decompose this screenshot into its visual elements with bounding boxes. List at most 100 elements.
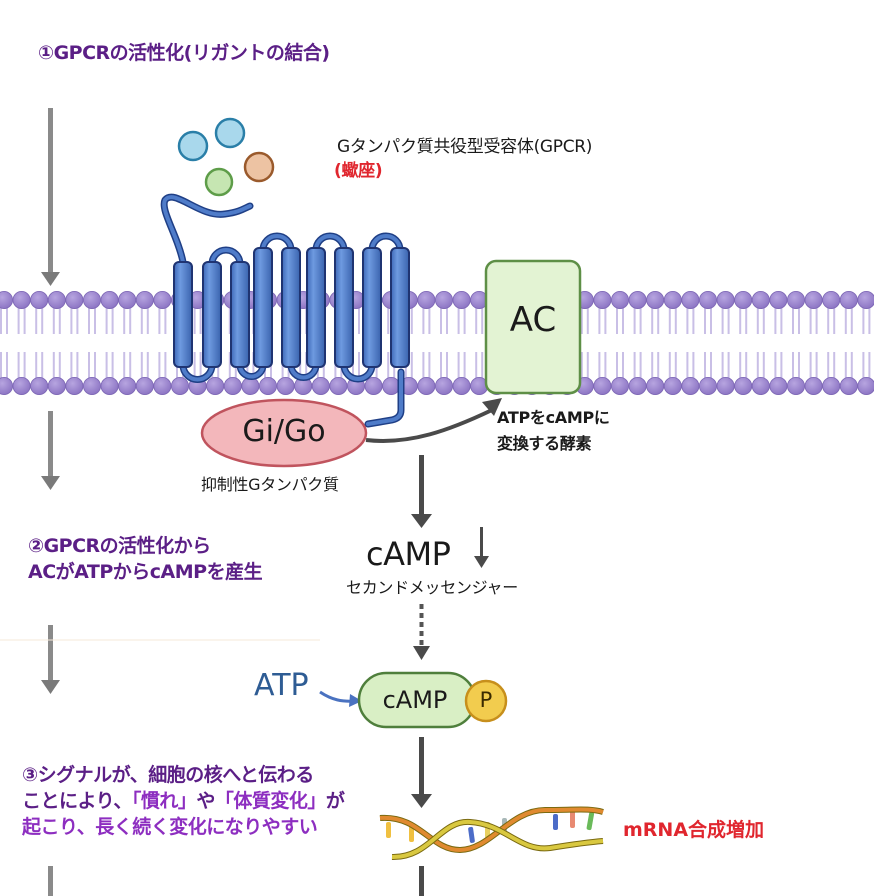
lipid-tail — [774, 308, 783, 378]
lipid-tail — [52, 308, 61, 378]
step-2-heading-line1: ②GPCRの活性化から — [28, 535, 211, 557]
lipid-head — [663, 376, 682, 395]
lipid-head — [787, 290, 806, 309]
lipid-head — [83, 290, 102, 309]
receptor-loop — [238, 364, 265, 379]
ac-caption-line2: 変換する酵素 — [497, 434, 592, 453]
lipid-head — [822, 290, 841, 309]
lipid-head — [118, 290, 137, 309]
lipid-tail — [457, 308, 466, 378]
receptor-subtitle: (蠍座) — [334, 161, 383, 181]
inhibition-arrow — [365, 398, 502, 443]
flow-arrow-2 — [41, 411, 60, 490]
lipid-head — [65, 290, 84, 309]
lipid-tail — [721, 308, 730, 378]
lipid-head — [681, 290, 700, 309]
lipid-tail — [17, 308, 26, 378]
lipid-tail — [686, 308, 695, 378]
lipid-head — [153, 376, 172, 395]
lipid-head — [118, 376, 137, 395]
lipid-head — [311, 376, 330, 395]
lipid-head — [223, 376, 242, 395]
lipid-head — [593, 290, 612, 309]
lipid-tail — [0, 308, 8, 378]
ac-label: AC — [509, 300, 557, 340]
keyword-habituation: 「慣れ」 — [131, 790, 197, 812]
lipid-tail — [140, 308, 149, 378]
lipid-tail — [633, 308, 642, 378]
transmembrane-helix — [306, 247, 326, 368]
ligand-green — [204, 167, 234, 197]
lipid-head — [417, 376, 436, 395]
step-3-line2: ことにより、「慣れ」や「体質変化」が — [22, 788, 345, 814]
lipid-tail — [123, 308, 132, 378]
lipid-tail — [580, 308, 589, 378]
lipid-head — [663, 290, 682, 309]
dna-helix-icon — [379, 806, 604, 861]
lipid-tail — [704, 308, 712, 378]
lipid-head — [839, 376, 858, 395]
lipid-head — [12, 376, 31, 395]
dashed-arrow — [413, 604, 430, 660]
lipid-head — [611, 290, 630, 309]
lipid-tail — [792, 308, 800, 378]
receptor-loop — [342, 364, 374, 381]
lipid-head — [135, 376, 154, 395]
lipid-tail — [827, 308, 836, 378]
phosphate-label: P — [479, 688, 493, 712]
receptor-loop — [210, 248, 242, 265]
receptor-loop — [314, 234, 346, 251]
lipid-head — [751, 290, 770, 309]
lipid-tail — [739, 308, 748, 378]
lipid-head — [329, 376, 348, 395]
camp-molecule — [357, 671, 508, 729]
lipid-tail — [862, 308, 871, 378]
lipid-head — [699, 376, 718, 395]
transmembrane-helix — [362, 247, 382, 368]
transmembrane-helix — [334, 247, 354, 368]
g-protein-label: Gi/Go — [242, 414, 326, 449]
flow-arrow-4 — [48, 866, 53, 896]
lipid-head — [716, 376, 735, 395]
step-3-text: が — [325, 790, 345, 812]
lipid-tail — [809, 308, 818, 378]
lipid-head — [857, 377, 874, 395]
lipid-head — [0, 377, 13, 395]
lipid-tail — [616, 308, 624, 378]
lipid-head — [452, 290, 471, 309]
mrna-synthesis-label: mRNA合成増加 — [623, 819, 765, 841]
lipid-head — [434, 376, 453, 395]
lipid-head — [0, 291, 13, 309]
lipid-head — [681, 376, 700, 395]
lipid-head — [65, 376, 84, 395]
lipid-tail — [88, 308, 96, 378]
lipid-head — [170, 376, 189, 395]
ligand-blue-1 — [177, 130, 209, 162]
lipid-head — [628, 290, 647, 309]
phosphate-icon — [464, 679, 508, 723]
transmembrane-helix — [202, 261, 222, 368]
lipid-head — [734, 376, 753, 395]
lipid-head — [434, 290, 453, 309]
lipid-head — [135, 290, 154, 309]
ligand-orange — [243, 151, 275, 183]
lipid-tail — [299, 308, 308, 378]
lipid-head — [699, 290, 718, 309]
receptor-loop — [370, 234, 402, 251]
keyword-constitution-change: 「体質変化」 — [214, 790, 327, 812]
decrease-arrow — [474, 527, 489, 568]
transmembrane-helix — [390, 247, 410, 368]
lipid-head — [12, 290, 31, 309]
transmembrane-helix — [173, 261, 193, 368]
lipid-tail — [598, 308, 607, 378]
lipid-head — [804, 290, 823, 309]
lipid-head — [593, 376, 612, 395]
lipid-tail — [193, 308, 202, 378]
lipid-head — [83, 376, 102, 395]
ligands — [177, 117, 275, 197]
lipid-head — [822, 376, 841, 395]
step-3-text: や — [196, 790, 215, 812]
lipid-tail — [158, 308, 167, 378]
lipid-head — [47, 376, 66, 395]
